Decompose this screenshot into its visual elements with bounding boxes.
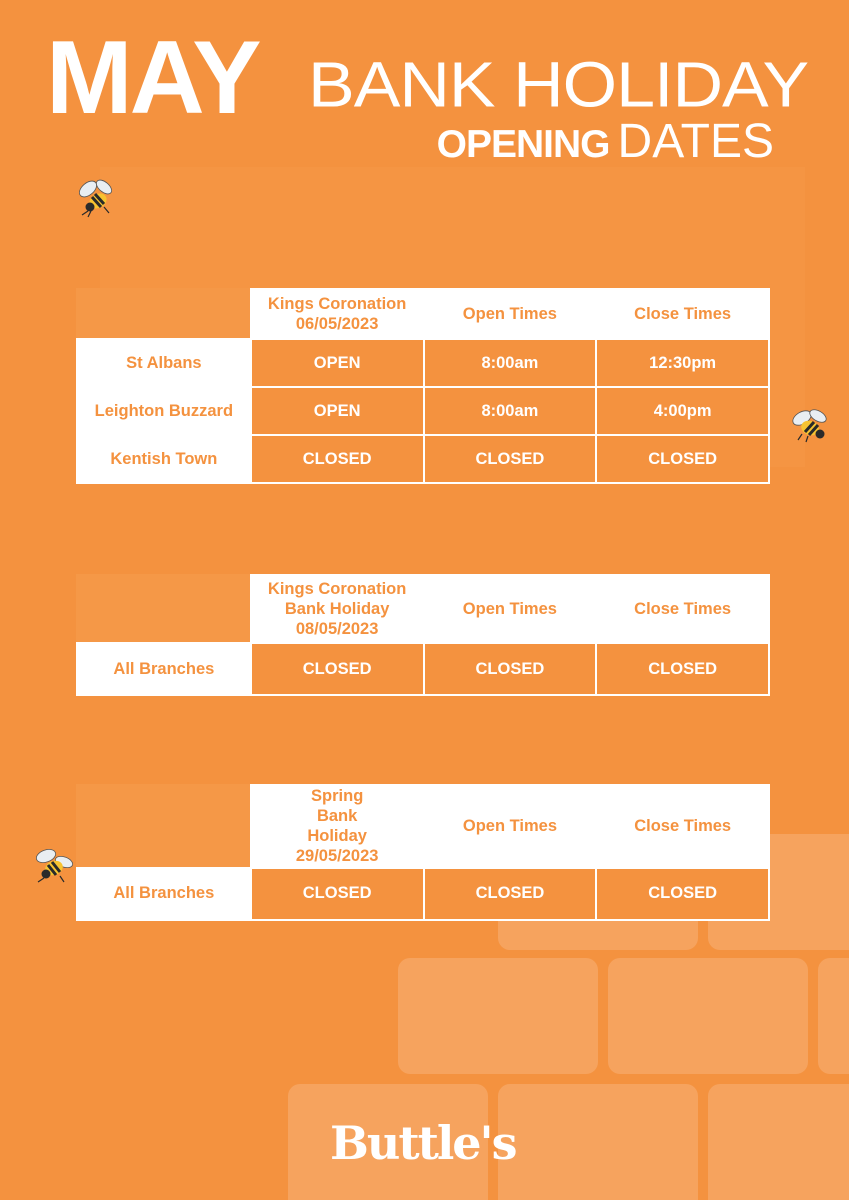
close-time-cell: CLOSED (595, 642, 770, 696)
header-blank-cell (76, 574, 252, 644)
table-row: St Albans OPEN 8:00am 12:30pm (76, 338, 770, 388)
header-holiday: Spring Bank Holiday 29/05/2023 (249, 784, 425, 869)
title-bank-holiday: BANK HOLIDAY (308, 48, 809, 121)
header-holiday: Kings Coronation Bank Holiday 08/05/2023 (249, 574, 425, 644)
table-header-row: Kings Coronation 06/05/2023 Open Times C… (76, 288, 770, 340)
header-close-times: Close Times (595, 574, 770, 644)
brick-decoration (608, 958, 808, 1074)
header-close-times: Close Times (595, 288, 770, 340)
close-time-cell: 12:30pm (595, 338, 770, 388)
table-row: Kentish Town CLOSED CLOSED CLOSED (76, 434, 770, 484)
status-cell: CLOSED (249, 866, 425, 921)
header-open-times: Open Times (422, 288, 598, 340)
branch-name: All Branches (76, 866, 252, 921)
table-row: Leighton Buzzard OPEN 8:00am 4:00pm (76, 386, 770, 436)
title-opening: OPENING (436, 123, 611, 166)
table-row: All Branches CLOSED CLOSED CLOSED (76, 642, 770, 696)
brick-decoration (818, 958, 849, 1074)
brick-decoration (398, 958, 598, 1074)
buttles-logo: Buttle's (330, 1116, 518, 1170)
status-cell: OPEN (249, 338, 425, 388)
open-time-cell: CLOSED (422, 866, 598, 921)
schedule-table-spring-bank-holiday: Spring Bank Holiday 29/05/2023 Open Time… (76, 784, 770, 921)
header-open-times: Open Times (422, 574, 598, 644)
header-holiday: Kings Coronation 06/05/2023 (249, 288, 425, 340)
brick-decoration (498, 1084, 698, 1200)
branch-name: Leighton Buzzard (76, 386, 252, 436)
branch-name: St Albans (76, 338, 252, 388)
close-time-cell: CLOSED (595, 434, 770, 484)
brick-decoration (708, 1084, 849, 1200)
table-header-row: Spring Bank Holiday 29/05/2023 Open Time… (76, 784, 770, 869)
close-time-cell: CLOSED (595, 866, 770, 921)
schedule-table-coronation-bank-holiday: Kings Coronation Bank Holiday 08/05/2023… (76, 574, 770, 696)
header-open-times: Open Times (422, 784, 598, 869)
title-month: MAY (46, 20, 262, 136)
brick-decoration (288, 1084, 488, 1200)
status-cell: CLOSED (249, 434, 425, 484)
branch-name: All Branches (76, 642, 252, 696)
open-time-cell: CLOSED (422, 642, 598, 696)
bee-icon (35, 849, 74, 883)
open-time-cell: CLOSED (422, 434, 598, 484)
bee-icon (79, 179, 113, 218)
table-header-row: Kings Coronation Bank Holiday 08/05/2023… (76, 574, 770, 644)
header-close-times: Close Times (595, 784, 770, 869)
open-time-cell: 8:00am (422, 338, 598, 388)
header-blank-cell (76, 288, 252, 340)
close-time-cell: 4:00pm (595, 386, 770, 436)
title-dates: DATES (617, 115, 774, 168)
header-blank-cell (76, 784, 252, 869)
status-cell: OPEN (249, 386, 425, 436)
schedule-table-coronation: Kings Coronation 06/05/2023 Open Times C… (76, 288, 770, 484)
status-cell: CLOSED (249, 642, 425, 696)
bee-icon (792, 409, 827, 443)
branch-name: Kentish Town (76, 434, 252, 484)
open-time-cell: 8:00am (422, 386, 598, 436)
table-row: All Branches CLOSED CLOSED CLOSED (76, 866, 770, 921)
